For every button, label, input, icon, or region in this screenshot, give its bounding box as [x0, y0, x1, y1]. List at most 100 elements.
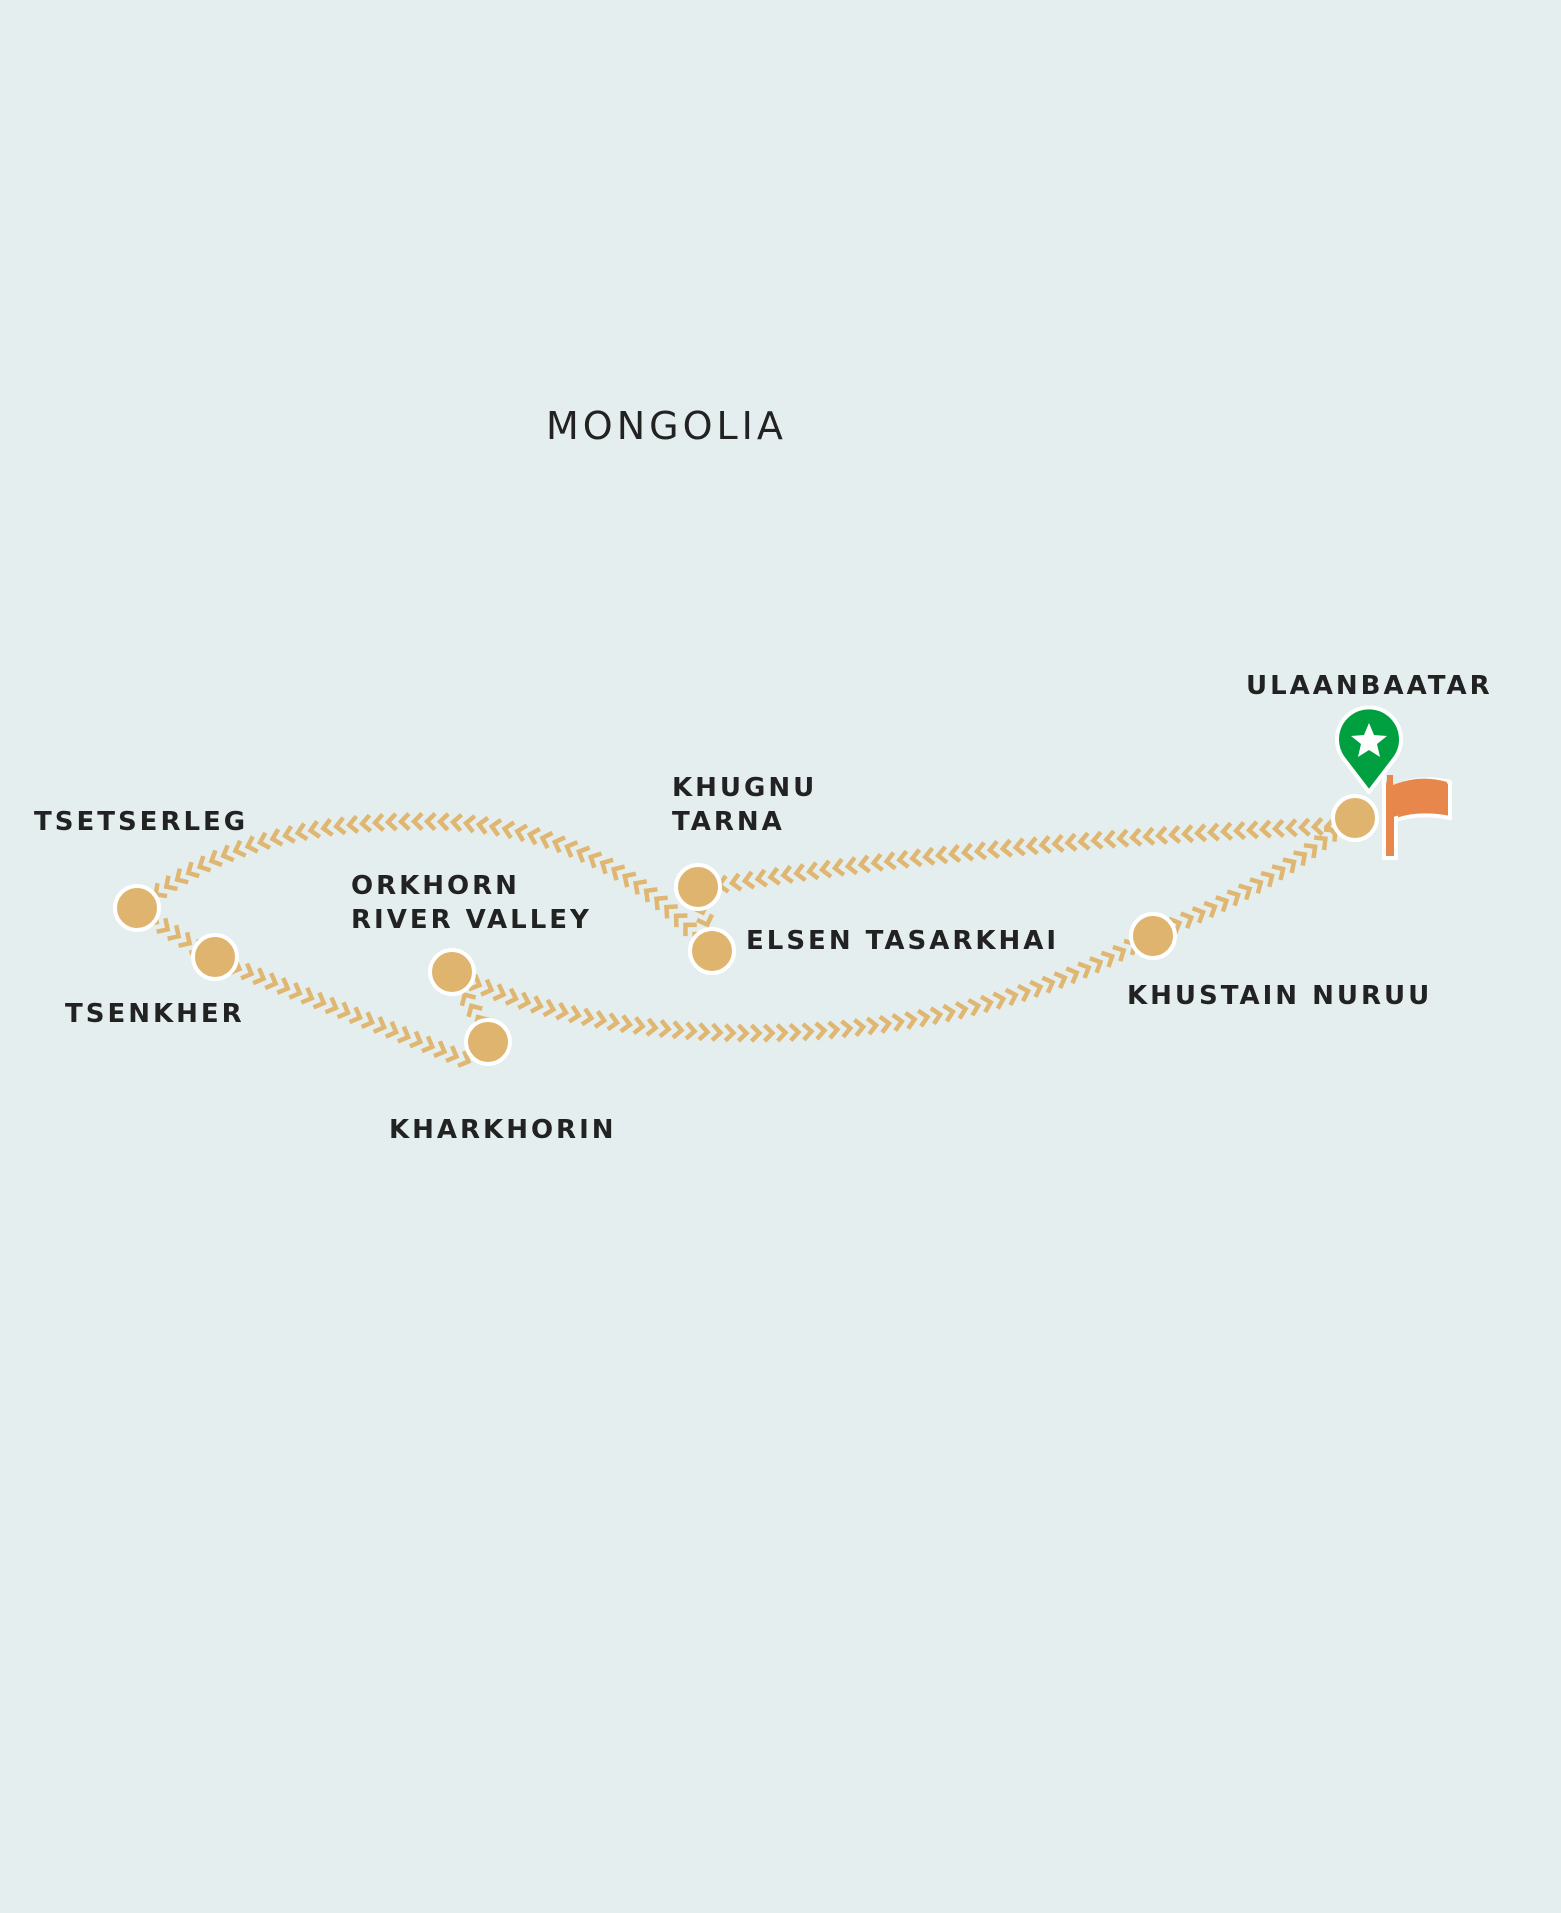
route-chevron [935, 845, 949, 865]
route-chevron [300, 986, 315, 1005]
route-chevron [1191, 906, 1206, 924]
route-chevron [360, 1011, 375, 1029]
route-chevron [1226, 889, 1241, 907]
stop-marker-tsetserleg[interactable] [113, 884, 161, 932]
route-chevron [1237, 883, 1253, 901]
route-chevron [372, 1016, 388, 1034]
route-chevron [1129, 827, 1143, 847]
route-chevron [196, 855, 212, 873]
route-chevron [468, 973, 483, 992]
route-chevron [827, 1020, 841, 1040]
stop-marker-kharkhorin[interactable] [464, 1018, 512, 1066]
route-chevron [1116, 828, 1130, 848]
route-chevron [619, 1014, 633, 1034]
route-chevron [346, 814, 360, 834]
route-chevron [1155, 825, 1169, 845]
route-chevron [992, 991, 1007, 1010]
route-chevron [878, 1014, 893, 1034]
route-chevron [1293, 850, 1308, 867]
label-line: ORKHORN [351, 871, 520, 901]
route-chevron [942, 1003, 957, 1023]
stop-marker-khustain-nuruu[interactable] [1129, 912, 1177, 960]
route-chevron [475, 815, 490, 835]
star-icon [1351, 723, 1387, 757]
route-chevron [1203, 900, 1218, 919]
label-ulaanbaatar: ULAANBAATAR [1246, 671, 1493, 701]
label-kharkhorin: KHARKHORIN [389, 1115, 617, 1145]
route-chevron [324, 996, 339, 1015]
route-chevron [710, 1022, 724, 1042]
route-chevron [445, 1045, 460, 1064]
route-chevron [749, 1023, 763, 1043]
route-chevron [1181, 824, 1195, 844]
route-chevron [775, 1023, 789, 1043]
route-chevron [1249, 877, 1264, 894]
route-chevron [185, 861, 200, 879]
stop-marker-elsen-tasarkhai[interactable] [688, 927, 736, 975]
label-line: RIVER VALLEY [351, 905, 592, 935]
route-chevron [922, 846, 936, 866]
route-chevron [979, 994, 994, 1014]
route-chevron [1284, 818, 1298, 838]
stop-marker-orkhorn-river-valley[interactable] [428, 948, 476, 996]
route-chevron [1012, 837, 1026, 857]
route-chevron [264, 972, 279, 991]
route-chevron [252, 967, 267, 986]
route-chevron [539, 830, 554, 850]
stop-marker-tsenkher[interactable] [191, 933, 239, 981]
route-chevron [967, 997, 982, 1017]
route-chevron [488, 817, 503, 837]
stop-marker-ulaanbaatar[interactable] [1331, 794, 1379, 842]
route-chevron [1310, 817, 1324, 837]
label-khustain-nuruu: KHUSTAIN NURUU [1127, 981, 1433, 1011]
route-chevron [492, 983, 507, 1002]
route-chevron [174, 868, 189, 885]
route-chevron [397, 811, 411, 832]
label-line: KHUGNU [672, 773, 818, 803]
route-chevron [410, 811, 424, 832]
route-chevron [163, 875, 178, 892]
stop-marker-khugnu-tarna[interactable] [674, 863, 722, 911]
route-chevron [256, 831, 272, 850]
route-chevron [167, 924, 182, 941]
route-chevron [806, 861, 820, 881]
route-chevron [1168, 916, 1183, 935]
route-chevron [684, 1021, 698, 1041]
route-chevron [986, 839, 1001, 859]
route-chevron [336, 1001, 351, 1020]
route-chevron [593, 1009, 608, 1029]
route-chevron [1077, 961, 1092, 979]
route-chevron [1282, 857, 1297, 874]
route-chevron [865, 1016, 880, 1036]
route-chevron [1219, 821, 1234, 841]
route-chevron [480, 978, 495, 997]
route-chevron [384, 812, 398, 832]
route-chevron [1103, 829, 1117, 849]
route-chevron [333, 816, 347, 836]
route-chevron [870, 852, 884, 872]
route-chevron [232, 839, 247, 858]
route-chevron [555, 1001, 570, 1021]
route-chevron [384, 1020, 400, 1039]
route-chevron [818, 859, 833, 879]
route-chevron [857, 854, 872, 874]
route-chevron [909, 848, 923, 868]
route-chevron [1271, 864, 1286, 881]
route-chevron [1038, 835, 1052, 855]
route-chevron [1004, 987, 1019, 1007]
route-chevron [307, 819, 322, 839]
route-chevron [780, 864, 794, 884]
route-chevron [916, 1008, 931, 1028]
label-line: TARNA [672, 807, 785, 837]
route-chevron [282, 825, 296, 844]
route-chevron [1258, 819, 1272, 839]
route-chevron [1016, 983, 1032, 1003]
route-chevrons [145, 811, 1338, 1068]
label-orkhorn-river-valley: ORKHORN RIVER VALLEY [351, 869, 592, 937]
route-chevron [1053, 971, 1068, 989]
route-chevron [606, 1012, 621, 1032]
route-chevron [954, 1000, 969, 1020]
route-chevron [526, 826, 541, 846]
route-chevron [423, 811, 437, 832]
route-chevron [542, 998, 557, 1018]
